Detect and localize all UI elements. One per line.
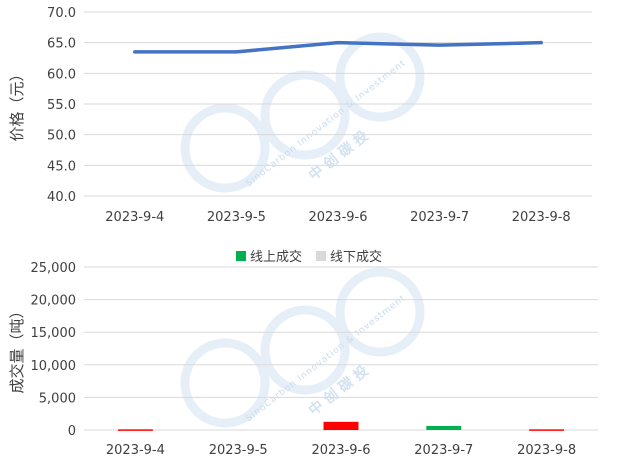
y-tick-label: 65.0 <box>47 37 76 52</box>
y-tick-label: 10,000 <box>31 359 77 374</box>
legend-label: 线上成交 <box>250 249 302 265</box>
price-data-point <box>336 41 340 45</box>
x-tick-label: 2023-9-5 <box>209 443 268 458</box>
x-tick-label: 2023-9-7 <box>410 210 469 225</box>
y-tick-label: 60.0 <box>47 67 76 82</box>
price-data-point <box>133 50 137 54</box>
y-tick-label: 45.0 <box>47 159 76 174</box>
watermark-ring <box>335 32 425 122</box>
y-axis-label: 价格（元） <box>8 66 26 141</box>
x-tick-label: 2023-9-4 <box>105 210 164 225</box>
volume-bar <box>117 429 153 431</box>
legend-swatch <box>236 251 246 261</box>
y-tick-label: 55.0 <box>47 98 76 113</box>
volume-bar <box>323 421 359 430</box>
watermark-ring <box>260 305 350 395</box>
x-tick-label: 2023-9-4 <box>106 443 165 458</box>
watermark-ring <box>260 70 350 160</box>
x-tick-label: 2023-9-6 <box>308 210 367 225</box>
y-tick-label: 40.0 <box>47 190 76 205</box>
legend-label: 线下成交 <box>330 249 382 265</box>
volume-bar <box>426 425 462 430</box>
y-tick-label: 20,000 <box>31 294 77 309</box>
price-data-point <box>438 43 442 47</box>
volume-bar <box>529 429 565 431</box>
legend-swatch <box>316 251 326 261</box>
price-data-point <box>234 50 238 54</box>
y-axis-label: 成交量（吨） <box>8 303 26 393</box>
x-tick-label: 2023-9-5 <box>207 210 266 225</box>
x-tick-label: 2023-9-6 <box>311 443 370 458</box>
watermark-ring <box>335 267 425 357</box>
watermark-ring <box>180 103 270 193</box>
x-tick-label: 2023-9-8 <box>512 210 571 225</box>
y-tick-label: 50.0 <box>47 129 76 144</box>
price-data-point <box>539 41 543 45</box>
price-line-chart: 70.0 65.0 60.0 55.0 50.0 45.0 40.0 2023-9-4 2023… <box>8 6 592 225</box>
watermark-ring <box>180 338 270 428</box>
x-tick-label: 2023-9-7 <box>414 443 473 458</box>
y-tick-label: 70.0 <box>47 6 76 21</box>
x-tick-label: 2023-9-8 <box>517 443 576 458</box>
y-tick-label: 5,000 <box>39 391 76 406</box>
y-tick-label: 15,000 <box>31 326 77 341</box>
y-tick-label: 0 <box>68 424 76 439</box>
y-tick-label: 25,000 <box>31 261 77 276</box>
volume-bar-chart: 25,000 20,000 15,000 10,000 5,000 0 2023-9-4 20… <box>8 249 598 458</box>
